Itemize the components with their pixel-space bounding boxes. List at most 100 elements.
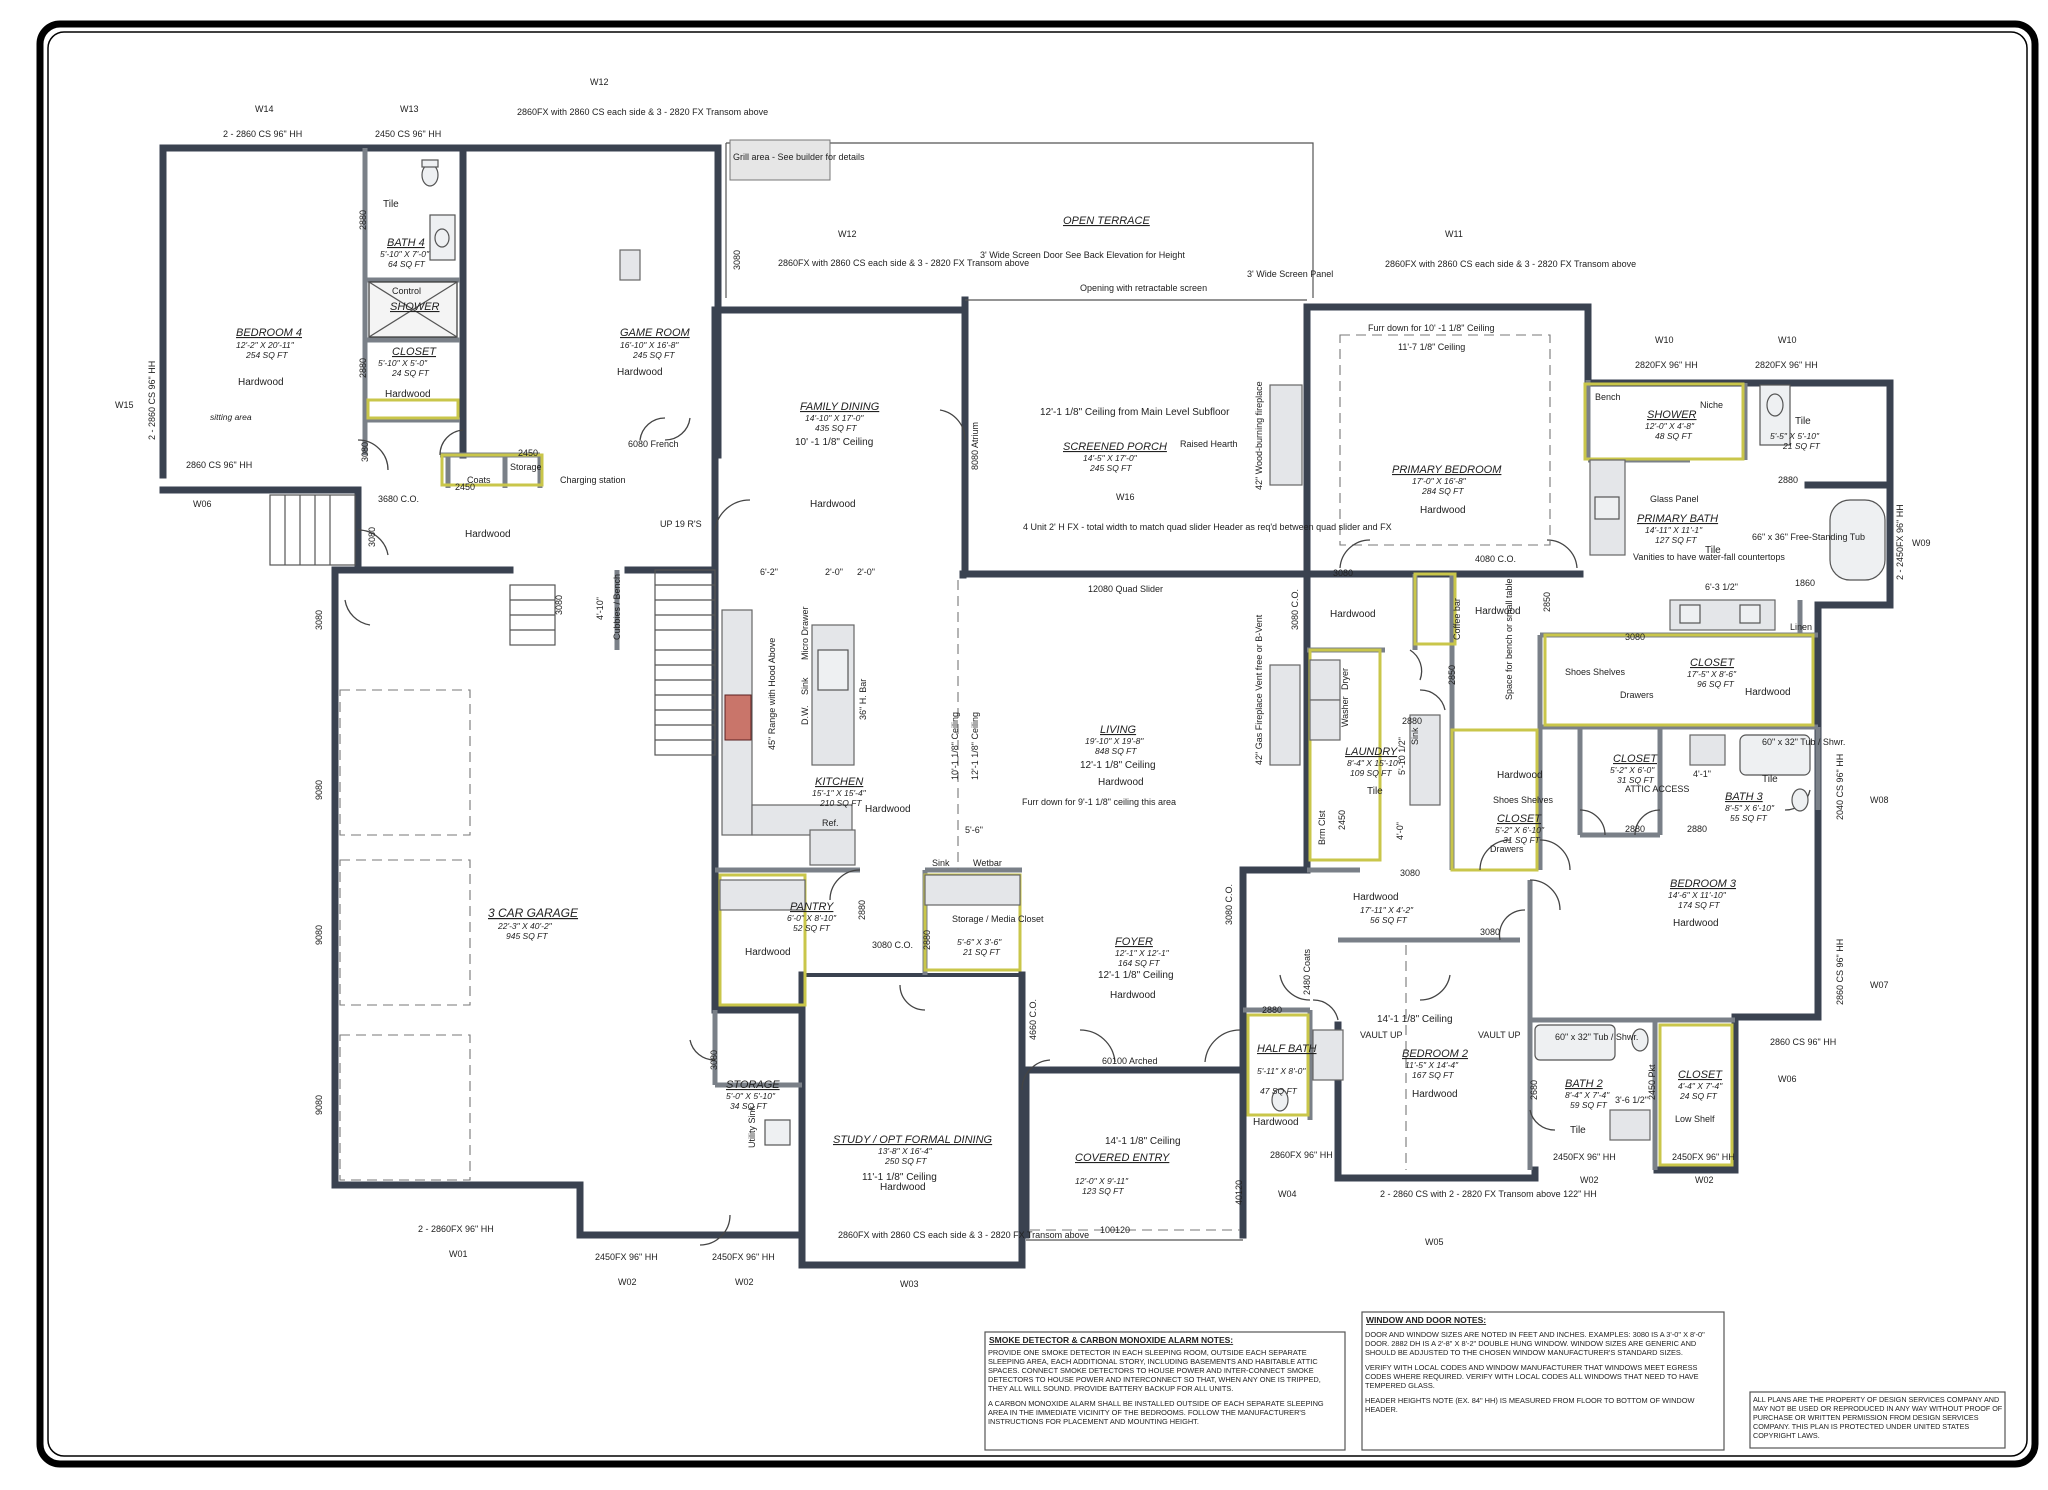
foyer-floor: Hardwood	[1110, 990, 1156, 1001]
closet-mid-floor: Hardwood	[1497, 770, 1543, 781]
living-dims: 19'-10" X 19'-8"	[1085, 736, 1144, 746]
window-tag-w12: W12	[838, 229, 857, 239]
porch-ceiling: 12'-1 1/8" Ceiling from Main Level Subfl…	[1040, 407, 1230, 418]
entry-ceiling: 14'-1 1/8" Ceiling	[1105, 1136, 1181, 1147]
screen-panel-note: 3' Wide Screen Panel	[1247, 269, 1333, 279]
closet-mid-name: CLOSET	[1497, 813, 1542, 825]
dim-6-2: 6'-2"	[760, 567, 778, 577]
foyer-dims: 12'-1" X 12'-1"	[1115, 948, 1170, 958]
laundry-dims: 8'-4" X 15'-10"	[1347, 758, 1402, 768]
halfbath-name: HALF BATH	[1257, 1043, 1317, 1055]
closet4-dims: 5'-10" X 5'-0"	[378, 358, 428, 368]
primary-shower-niche: Niche	[1700, 400, 1723, 410]
primary-shower-name: SHOWER	[1647, 409, 1697, 421]
door-2880-bath2: 2680	[1529, 1080, 1539, 1100]
kitchen-floor: Hardwood	[865, 804, 911, 815]
kitchen-name: KITCHEN	[815, 776, 863, 788]
bath2-tub: 60" x 32" Tub / Shwr.	[1555, 1032, 1638, 1042]
game-room-floor: Hardwood	[617, 367, 663, 378]
primary-closet-shoes: Shoes Shelves	[1565, 667, 1626, 677]
dim-5-6: 5'-6"	[965, 825, 983, 835]
garage-name: 3 CAR GARAGE	[488, 906, 579, 920]
interior-walls	[362, 148, 1821, 1170]
wood-fireplace-label: 42" Wood-burning fireplace	[1254, 381, 1264, 490]
door-6080-french: 6080 French	[628, 439, 679, 449]
laundry-washer: Washer	[1340, 696, 1350, 727]
hall2-floor: Hardwood	[1353, 892, 1399, 903]
dashed-lines	[339, 334, 1551, 1231]
entry-name: COVERED ENTRY	[1075, 1152, 1170, 1164]
door-3080-co-foyer: 3080 C.O.	[1224, 884, 1234, 925]
study-name: STUDY / OPT FORMAL DINING	[833, 1134, 993, 1146]
door-2880-wc: 2880	[1778, 475, 1798, 485]
window-tag-w01: W01	[449, 1249, 468, 1259]
bath3-dims: 8'-5" X 6'-10"	[1725, 803, 1775, 813]
closet2-dims: 4'-4" X 7'-4"	[1678, 1081, 1723, 1091]
labels: W12 W14 W13 2860FX with 2860 CS each sid…	[115, 77, 1931, 1289]
primary-closet-floor: Hardwood	[1745, 687, 1791, 698]
wc-floor: Tile	[1795, 416, 1811, 427]
window-w15-spec: 2 - 2860 CS 96" HH	[147, 361, 157, 440]
window-tag-w16: W16	[1116, 492, 1135, 502]
hall-floor-left: Hardwood	[465, 529, 511, 540]
window-w02c-spec: 2450FX 96" HH	[1553, 1152, 1616, 1162]
bedroom2-ceiling: 14'-1 1/8" Ceiling	[1377, 1014, 1453, 1025]
closet4-name: CLOSET	[392, 346, 437, 358]
ceiling-10-1: 10'-1 1/8" Ceiling	[950, 712, 960, 780]
coffee-bar-label: Coffee bar	[1452, 598, 1462, 640]
stairs-up: UP 19 R'S	[660, 519, 702, 529]
primary-bedroom-name: PRIMARY BEDROOM	[1392, 464, 1502, 476]
bath3-floor: Tile	[1762, 774, 1778, 785]
shower4-name: SHOWER	[390, 301, 440, 313]
shower4-control: Control	[392, 286, 421, 296]
bath2-low-shelf: Low Shelf	[1675, 1114, 1715, 1124]
game-room-area: 245 SQ FT	[632, 350, 675, 360]
laundry-sink: Sink	[1410, 727, 1420, 745]
charging-station-label: Charging station	[560, 475, 626, 485]
window-tag-w02d: W02	[1695, 1175, 1714, 1185]
door-3080-primary: 3080	[1333, 568, 1353, 578]
family-dining-name: FAMILY DINING	[800, 401, 880, 413]
door-3080-closet: 3080	[1625, 632, 1645, 642]
laundry-area: 109 SQ FT	[1350, 768, 1392, 778]
window-w12-top-spec: 2860FX with 2860 CS each side & 3 - 2820…	[517, 107, 768, 117]
door-4080-co: 4080 C.O.	[1475, 554, 1516, 564]
door-swings	[344, 409, 1811, 1246]
bedroom2-area: 167 SQ FT	[1412, 1070, 1454, 1080]
primary-furrdown: Furr down for 10' -1 1/8" Ceiling	[1368, 323, 1494, 333]
garage-dims: 22'-3" X 40'-2"	[497, 921, 553, 931]
bath3-area: 55 SQ FT	[1730, 813, 1768, 823]
primary-bedroom-floor: Hardwood	[1420, 505, 1466, 516]
bedroom4-dims: 12'-2" X 20'-11"	[236, 340, 295, 350]
primary-bath-area: 127 SQ FT	[1655, 535, 1697, 545]
primary-bath-name: PRIMARY BATH	[1637, 513, 1718, 525]
closet-b3-dims: 5'-2" X 6'-0"	[1610, 765, 1655, 775]
window-tag-w04: W04	[1278, 1189, 1297, 1199]
living-furrdown: Furr down for 9'-1 1/8" ceiling this are…	[1022, 797, 1176, 807]
porch-dims: 14'-5" X 17'-0"	[1083, 453, 1138, 463]
dim-2-0-a: 2'-0"	[825, 567, 843, 577]
dim-3-6-half: 3'-6 1/2"	[1615, 1095, 1648, 1105]
kitchen-area: 210 SQ FT	[819, 798, 862, 808]
foyer-arched: 60100 Arched	[1102, 1056, 1158, 1066]
copyright-text: ALL PLANS ARE THE PROPERTY OF DESIGN SER…	[1753, 1395, 2003, 1440]
porch-quad-slider: 12080 Quad Slider	[1088, 584, 1163, 594]
window-tag-w02b: W02	[735, 1277, 754, 1287]
dim-4-1: 4'-1"	[1693, 769, 1711, 779]
study-ceiling: 11'-1 1/8" Ceiling	[862, 1172, 937, 1183]
kitchen-dw: D.W.	[800, 706, 810, 726]
ceiling-12-1: 12'-1 1/8" Ceiling	[970, 712, 980, 780]
coats-label: Coats	[467, 475, 491, 485]
window-tag-w10-a: W10	[1655, 335, 1674, 345]
porch-atrium-door: 8080 Atrium	[970, 422, 980, 470]
primary-closet-dims: 17'-5" X 8'-6"	[1687, 669, 1737, 679]
window-tag-w10-b: W10	[1778, 335, 1797, 345]
kitchen-micro: Micro Drawer	[800, 606, 810, 660]
bedroom2-dims: 11'-5" X 14'-4"	[1405, 1060, 1459, 1070]
living-area: 848 SQ FT	[1095, 746, 1137, 756]
sheet-border	[36, 20, 2039, 1468]
door-3080-terrace: 3080	[732, 250, 742, 270]
primary-shower-area: 48 SQ FT	[1655, 431, 1693, 441]
window-door-notes: WINDOW AND DOOR NOTES: DOOR AND WINDOW S…	[1361, 1311, 1725, 1451]
family-dining-ceiling: 10' -1 1/8" Ceiling	[795, 437, 873, 448]
